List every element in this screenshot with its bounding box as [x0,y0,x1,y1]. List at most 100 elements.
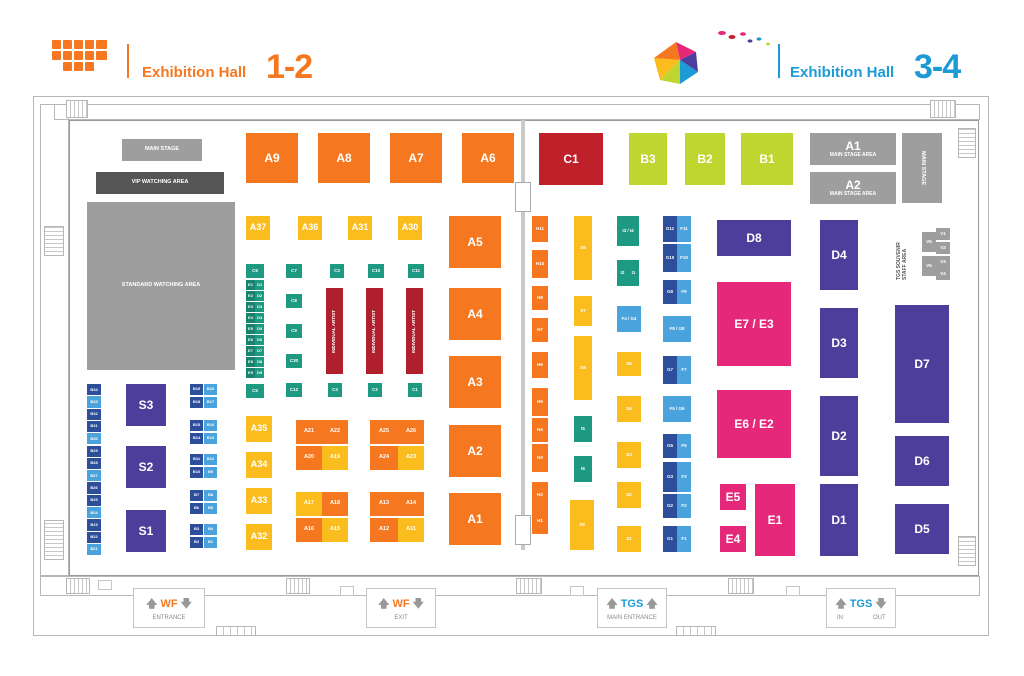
booth-b1[interactable]: B1 [204,537,217,548]
strip-booth-d[interactable]: D5 [255,324,264,334]
booth-s9[interactable]: S9 [570,500,594,550]
booth-c4[interactable]: C4 [328,383,342,397]
tgs-souvenir-staff[interactable]: TGS SOUVENIR STAFF AREA [896,226,922,280]
booth-a32[interactable]: A32 [246,524,272,550]
vip-watching-area[interactable]: VIP WATCHING AREA [96,172,224,194]
booth-e1[interactable]: E1 [755,484,795,556]
main-stage-right[interactable]: MAIN STAGE [902,133,942,203]
wf-entrance[interactable]: 🡅 WF 🡇 ENTRANCE [133,588,205,628]
booth-f1[interactable]: F1 [677,526,691,552]
booth-f8-g8[interactable]: F8 / G8 [663,316,691,342]
booth-b15[interactable]: B15 [190,420,203,431]
booth-h10[interactable]: H10 [532,250,548,278]
booth-f10[interactable]: F10 [677,244,691,272]
booth-s3-yellow[interactable]: S3 [617,442,641,468]
booth-s2[interactable]: S2 [126,446,166,488]
booth-a31[interactable]: A31 [348,216,372,240]
booth-b16[interactable]: B16 [204,420,217,431]
booth-c9[interactable]: C9 [286,324,302,338]
tgs-main-entrance[interactable]: 🡅 TGS 🡅 MAIN ENTRANCE [597,588,667,628]
booth-a6[interactable]: A6 [462,133,514,183]
booth-a34[interactable]: A34 [246,452,272,478]
booth-c8[interactable]: C8 [286,294,302,308]
booth-e5[interactable]: E5 [720,484,746,510]
strip-booth-e[interactable]: E3 [246,302,255,312]
strip-booth-e[interactable]: E9 [246,368,255,378]
booth-b19[interactable]: B19 [190,384,203,395]
main-stage[interactable]: MAIN STAGE [122,139,202,161]
booth-d5[interactable]: D5 [895,504,949,554]
booth-v2[interactable]: V2 [936,242,950,254]
booth-g1[interactable]: G1 [663,526,677,552]
booth-g9[interactable]: G9 [663,280,677,304]
booth-h6[interactable]: H6 [532,352,548,378]
strip-booth-e[interactable]: E8 [246,357,255,367]
strip-booth-d[interactable]: D7 [255,346,264,356]
booth-b9[interactable]: B9 [204,467,217,478]
strip-booth-d[interactable]: D3 [255,302,264,312]
booth-b2[interactable]: B2 [685,133,725,185]
strip-booth-d[interactable]: D8 [255,357,264,367]
booth-s6[interactable]: S6 [574,216,592,280]
booth-a18[interactable]: A18 [322,492,348,516]
booth-b2[interactable]: B2 [190,537,203,548]
booth-b31[interactable]: B31 [87,420,101,433]
booth-f5[interactable]: F5 [677,434,691,458]
booth-a21[interactable]: A21 [296,420,322,444]
booth-i2[interactable]: I2 [617,260,628,286]
strip-booth-e[interactable]: E1 [246,280,255,290]
booth-b6[interactable]: B6 [190,503,203,514]
booth-c5[interactable]: C5 [246,384,264,398]
booth-s3[interactable]: S3 [126,384,166,426]
booth-a19[interactable]: A19 [322,446,348,470]
booth-a1[interactable]: A1 [449,493,501,545]
booth-f9[interactable]: F9 [677,280,691,304]
strip-booth-d[interactable]: D2 [255,291,264,301]
booth-a17[interactable]: A17 [296,492,322,516]
booth-b3[interactable]: B3 [190,524,203,535]
booth-v6[interactable]: V6 [922,232,936,252]
booth-d7[interactable]: D7 [895,305,949,423]
booth-b11[interactable]: B11 [190,454,203,465]
booth-a4[interactable]: A4 [449,288,501,340]
booth-b28[interactable]: B28 [87,457,101,470]
strip-booth-d[interactable]: D1 [255,280,264,290]
individual-artist-1[interactable]: INDIVIDUAL ARTIST [326,288,343,374]
booth-b13[interactable]: B13 [204,433,217,444]
booth-h2[interactable]: H2 [532,482,548,508]
booth-a9[interactable]: A9 [246,133,298,183]
tgs-in-out[interactable]: 🡅 TGS 🡇 IN OUT [826,588,896,628]
booth-h7[interactable]: H7 [532,318,548,342]
booth-b4[interactable]: B4 [204,524,217,535]
booth-a33[interactable]: A33 [246,488,272,514]
booth-g2[interactable]: G2 [663,494,677,518]
booth-b17[interactable]: B17 [204,397,217,408]
booth-b25[interactable]: B25 [87,494,101,506]
booth-a15[interactable]: A15 [322,518,348,542]
booth-h3[interactable]: H3 [532,444,548,472]
booth-g7[interactable]: G7 [663,356,677,384]
booth-c6[interactable]: C6 [246,264,264,278]
booth-s4[interactable]: S4 [617,396,641,422]
booth-a8[interactable]: A8 [318,133,370,183]
booth-b29[interactable]: B29 [87,445,101,457]
booth-b22[interactable]: B22 [87,531,101,543]
booth-f4-g4[interactable]: F4 / G4 [617,306,641,332]
booth-b5[interactable]: B5 [204,503,217,514]
booth-b18[interactable]: B18 [190,397,203,408]
booth-c2[interactable]: C2 [368,383,382,397]
booth-b20[interactable]: B20 [204,384,217,395]
booth-i3-i4[interactable]: I3 / I4 [617,216,639,246]
booth-a24[interactable]: A24 [370,446,398,470]
booth-h5[interactable]: H5 [532,388,548,416]
booth-a23[interactable]: A23 [398,446,424,470]
booth-i5[interactable]: I5 [574,416,592,442]
individual-artist-2[interactable]: INDIVIDUAL ARTIST [366,288,383,374]
booth-c1[interactable]: C1 [539,133,603,185]
booth-d2[interactable]: D2 [820,396,858,476]
booth-v5[interactable]: V5 [922,256,936,276]
booth-a5[interactable]: A5 [449,216,501,268]
booth-b24[interactable]: B24 [87,507,101,519]
booth-a20[interactable]: A20 [296,446,322,470]
booth-a14[interactable]: A14 [398,492,424,516]
